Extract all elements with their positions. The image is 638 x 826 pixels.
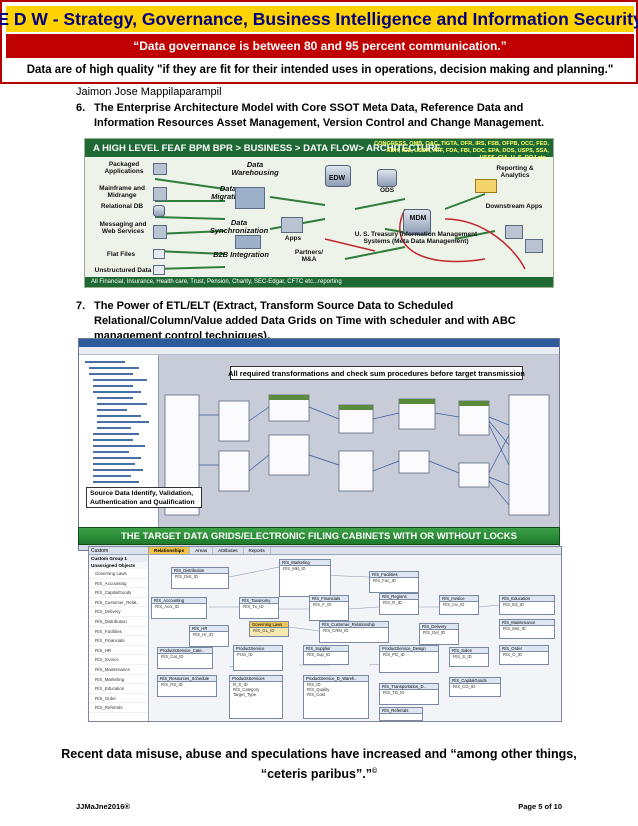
- node-partners: Partners/ M&A: [289, 249, 329, 263]
- list-item-6: 6. The Enterprise Architecture Model wit…: [76, 101, 576, 131]
- source-validation-callout: Source Data Identify, Validation, Authen…: [86, 487, 202, 508]
- node-edw: EDW: [321, 175, 353, 182]
- file-icon: [153, 249, 165, 259]
- window-menubar: [79, 347, 559, 355]
- integration-hub-icon: [235, 235, 261, 249]
- source-packaged-apps: Packaged Applications: [99, 161, 149, 175]
- source-flat-files: Flat Files: [91, 251, 151, 258]
- file-icon: [153, 265, 165, 275]
- apps-icon: [281, 217, 303, 233]
- header-banner: E D W - Strategy, Governance, Business I…: [0, 0, 638, 84]
- server-icon: [505, 225, 523, 239]
- node-apps: Apps: [281, 235, 305, 242]
- document-title: E D W - Strategy, Governance, Business I…: [6, 6, 634, 32]
- closing-line-2: “ceteris paribus”.”: [261, 767, 372, 781]
- mapping-canvas: [159, 355, 560, 533]
- diagram-footer: All Financial, Insurance, Health care, T…: [85, 277, 553, 287]
- mapping-flow: [159, 355, 560, 533]
- entity-box[interactable]: R/S_Referrals: [379, 707, 423, 721]
- source-relational-db: Relational DB: [91, 203, 153, 210]
- server-icon: [153, 163, 167, 175]
- target-grids-banner: THE TARGET DATA GRIDS/ELECTRONIC FILING …: [78, 527, 560, 545]
- process-b2b: B2B Integration: [211, 251, 271, 259]
- list-number: 6.: [76, 101, 94, 131]
- source-unstructured: Unstructured Data: [93, 267, 153, 274]
- database-icon: [153, 205, 165, 217]
- process-data-sync: Data Synchronization: [205, 219, 273, 235]
- target-reporting: Reporting & Analytics: [483, 165, 547, 179]
- server-icon: [153, 187, 167, 201]
- entity-title: R/S_Referrals: [380, 708, 422, 714]
- author-name: Jaimon Jose Mappilaparampil: [76, 86, 222, 98]
- data-model-screenshot: Custom Custom Group 1 Unassigned Objects…: [88, 546, 562, 722]
- ods-database-icon: [377, 169, 397, 187]
- window-titlebar: [79, 339, 559, 347]
- copyright-mark: ©: [372, 768, 377, 775]
- integration-hub-icon: [235, 187, 265, 209]
- treasury-systems: U. S. Treasury Information Management Sy…: [341, 231, 491, 245]
- page-number: Page 5 of 10: [518, 802, 562, 811]
- entity-box[interactable]: ProductsService_Cate..R/S_Cat_ID: [157, 647, 213, 669]
- list-text: The Enterprise Architecture Model with C…: [94, 101, 576, 131]
- governance-quote: “Data governance is between 80 and 95 pe…: [6, 34, 634, 58]
- server-icon: [525, 239, 543, 253]
- node-ods: ODS: [373, 187, 401, 194]
- transformations-callout: All required transformations and check s…: [230, 366, 523, 380]
- architecture-diagram: A HIGH LEVEL FEAF BPM BPR > BUSINESS > D…: [84, 138, 554, 288]
- server-icon: [153, 225, 167, 239]
- node-mdm: MDM: [407, 215, 429, 222]
- source-messaging: Messaging and Web Services: [93, 221, 153, 235]
- closing-line-1: Recent data misuse, abuse and speculatio…: [60, 746, 578, 763]
- target-downstream: Downstream Apps: [479, 203, 549, 210]
- source-mainframe: Mainframe and Midrange: [93, 185, 151, 199]
- data-quality-definition: Data are of high quality "if they are fi…: [6, 60, 634, 80]
- closing-statement: Recent data misuse, abuse and speculatio…: [60, 746, 578, 783]
- reporting-icon: [475, 179, 497, 193]
- entity-box[interactable]: R/S_Transportation_D..R/S_TD_ID: [379, 683, 439, 705]
- footer-author-code: JJMaJne2016®: [76, 802, 130, 811]
- process-data-warehousing: Data Warehousing: [225, 161, 285, 177]
